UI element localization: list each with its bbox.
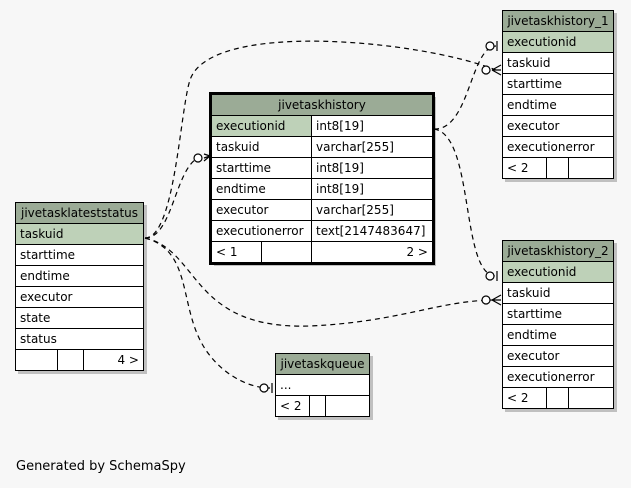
- table-row[interactable]: executionid: [502, 31, 614, 53]
- table-footer: < 2: [502, 157, 614, 179]
- parents-count[interactable]: [15, 349, 58, 371]
- table-row[interactable]: status: [15, 328, 144, 350]
- parents-count[interactable]: < 2: [502, 157, 547, 179]
- table-jivetaskhistory-2[interactable]: jivetaskhistory_2 executionid taskuid st…: [502, 240, 614, 409]
- table-jivetaskhistory[interactable]: jivetaskhistory executionid int8[19] tas…: [209, 92, 435, 265]
- table-jivetaskhistory-1[interactable]: jivetaskhistory_1 executionid taskuid st…: [502, 10, 614, 179]
- table-row[interactable]: state: [15, 307, 144, 329]
- children-count[interactable]: [325, 395, 370, 417]
- table-row[interactable]: endtime: [502, 94, 614, 116]
- footer-spacer: [546, 157, 569, 179]
- footer-spacer: [309, 395, 326, 417]
- column-name: endtime: [502, 94, 614, 116]
- table-row[interactable]: executionid: [502, 261, 614, 283]
- column-name: executor: [502, 345, 614, 367]
- generated-by-text: Generated by SchemaSpy: [16, 459, 186, 474]
- column-type: int8[19]: [311, 157, 433, 179]
- table-row[interactable]: endtime: [502, 324, 614, 346]
- footer-spacer: [261, 241, 312, 263]
- marker-history-taskuid: [193, 153, 203, 163]
- column-name: taskuid: [15, 223, 144, 245]
- parents-count[interactable]: < 2: [275, 395, 310, 417]
- marker-queue: [259, 383, 269, 393]
- marker-history2-exec: [485, 271, 495, 281]
- table-header[interactable]: jivetaskhistory_2: [502, 240, 614, 262]
- column-name: executionid: [211, 115, 312, 137]
- table-footer: 4 >: [15, 349, 144, 371]
- column-name: executor: [211, 199, 312, 221]
- column-name: executionerror: [502, 366, 614, 388]
- parents-count[interactable]: < 2: [502, 387, 547, 409]
- table-row[interactable]: ...: [275, 374, 370, 396]
- table-row[interactable]: taskuid varchar[255]: [211, 136, 433, 158]
- column-name: starttime: [502, 303, 614, 325]
- column-name: executionerror: [502, 136, 614, 158]
- table-row[interactable]: starttime: [502, 73, 614, 95]
- column-name: starttime: [15, 244, 144, 266]
- table-row[interactable]: executionerror: [502, 366, 614, 388]
- column-name: executionid: [502, 31, 614, 53]
- table-footer: < 2: [275, 395, 370, 417]
- footer-spacer: [57, 349, 84, 371]
- column-type: varchar[255]: [311, 199, 433, 221]
- table-row[interactable]: executor: [502, 345, 614, 367]
- parents-count[interactable]: < 1: [211, 241, 262, 263]
- column-name: executor: [502, 115, 614, 137]
- table-jivetasklateststatus[interactable]: jivetasklateststatus taskuid starttime e…: [15, 202, 144, 371]
- column-type: text[2147483647]: [311, 220, 433, 242]
- column-name: taskuid: [211, 136, 312, 158]
- footer-spacer: [546, 387, 569, 409]
- column-name: endtime: [15, 265, 144, 287]
- column-name: state: [15, 307, 144, 329]
- column-name: endtime: [502, 324, 614, 346]
- table-footer: < 2: [502, 387, 614, 409]
- column-name: status: [15, 328, 144, 350]
- table-footer: < 1 2 >: [211, 241, 433, 263]
- table-row[interactable]: executor: [15, 286, 144, 308]
- table-row[interactable]: executionerror: [502, 136, 614, 158]
- column-name: endtime: [211, 178, 312, 200]
- children-count[interactable]: 2 >: [311, 241, 433, 263]
- column-name: taskuid: [502, 52, 614, 74]
- table-row[interactable]: executionid int8[19]: [211, 115, 433, 137]
- children-count[interactable]: 4 >: [83, 349, 144, 371]
- table-row[interactable]: executor varchar[255]: [211, 199, 433, 221]
- column-name: starttime: [211, 157, 312, 179]
- table-row[interactable]: taskuid: [502, 52, 614, 74]
- children-count[interactable]: [568, 157, 614, 179]
- column-name: executionid: [502, 261, 614, 283]
- column-name: executionerror: [211, 220, 312, 242]
- table-header[interactable]: jivetaskhistory_1: [502, 10, 614, 32]
- table-header[interactable]: jivetasklateststatus: [15, 202, 144, 224]
- table-row[interactable]: starttime: [502, 303, 614, 325]
- table-jivetaskqueue[interactable]: jivetaskqueue ... < 2: [275, 353, 370, 417]
- table-row[interactable]: endtime: [15, 265, 144, 287]
- table-header[interactable]: jivetaskqueue: [275, 353, 370, 375]
- table-row[interactable]: taskuid: [15, 223, 144, 245]
- column-name: ...: [275, 374, 370, 396]
- column-name: executor: [15, 286, 144, 308]
- table-row[interactable]: executor: [502, 115, 614, 137]
- column-name: starttime: [502, 73, 614, 95]
- marker-history1-exec: [485, 41, 495, 51]
- table-row[interactable]: starttime int8[19]: [211, 157, 433, 179]
- children-count[interactable]: [568, 387, 614, 409]
- column-name: taskuid: [502, 282, 614, 304]
- table-row[interactable]: executionerror text[2147483647]: [211, 220, 433, 242]
- column-type: int8[19]: [311, 178, 433, 200]
- column-type: varchar[255]: [311, 136, 433, 158]
- marker-history1-taskuid: [481, 65, 491, 75]
- table-row[interactable]: endtime int8[19]: [211, 178, 433, 200]
- table-header[interactable]: jivetaskhistory: [211, 94, 433, 116]
- relation-latest-to-history: [144, 155, 206, 239]
- relation-history-to-history1-exec: [433, 45, 497, 130]
- table-row[interactable]: starttime: [15, 244, 144, 266]
- relation-history-to-history2-exec: [433, 128, 497, 277]
- marker-history2-taskuid: [481, 295, 491, 305]
- column-type: int8[19]: [311, 115, 433, 137]
- table-row[interactable]: taskuid: [502, 282, 614, 304]
